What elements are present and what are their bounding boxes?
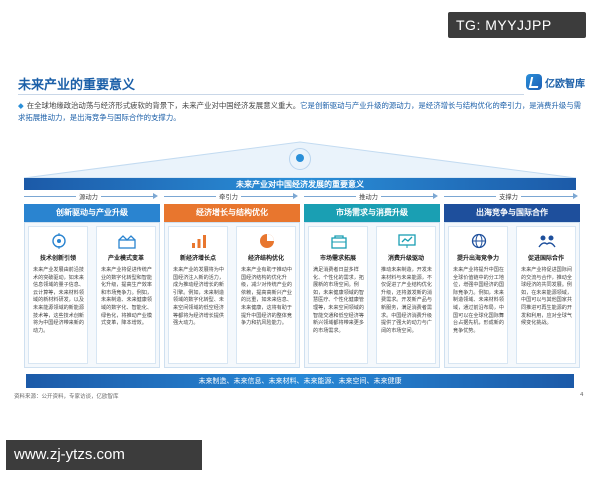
card-global-competitiveness: 提升出海竞争力 未来产业将提升中国在全球价值链中的分工地位，增强中国经济的国际竞… [448, 226, 508, 364]
flow-arrow-4: 支撑力 [444, 191, 579, 201]
intro-emphasis-text: 它是创新驱动与产业升级的源动力，是经济增长与结构优化的牵引力，是消费升级与需求拓… [18, 101, 582, 122]
slide-title: 未来产业的重要意义 [18, 78, 136, 93]
source-note: 资料来源：公开资料，专家访谈，亿欧智库 [14, 394, 119, 400]
card-title: 经济结构优化 [247, 255, 284, 262]
card-body: 未来产业发展由前沿技术的突破驱动，如未来信息领域的量子信息、云计算等，未来材料领… [33, 267, 84, 334]
lightbulb-icon [289, 148, 311, 170]
column-header-market: 市场需求与消费升级 [304, 204, 440, 222]
consumption-upgrade-icon [398, 234, 416, 248]
card-title: 技术创新引领 [39, 255, 76, 262]
card-body: 未来产业的发展将为中国经济注入新的活力，成为推动经济增长的新引擎。例如，未来制造… [173, 267, 224, 327]
card-body: 未来产业有助于推动中国经济结构的优化升级，减少对传统产业的依赖，提高高新兴产业的… [241, 267, 292, 327]
card-market-demand: 市场需求拓展 满足消费者日益多样化、个性化的需求，拓展新的市场空间。例如，未来健… [308, 226, 368, 364]
card-title: 产业模式变革 [107, 255, 144, 262]
flow-label-4: 支撑力 [499, 193, 518, 201]
column-header-growth: 经济增长与结构优化 [164, 204, 300, 222]
card-body: 未来产业将提升中国在全球价值链中的分工地位，增强中国经济的国际竞争力。例如，未来… [453, 267, 504, 334]
global-competitiveness-icon [471, 233, 487, 249]
card-title: 促进国际合作 [527, 255, 564, 262]
card-consumption-upgrade: 消费升级驱动 推动未来制造，开发未来材料与未来能源，不仅促进了产业结构优化升级，… [376, 226, 436, 364]
diamond-bullet-icon: ◆ [18, 101, 24, 110]
industry-transform-icon [118, 235, 136, 249]
column-header-innovation: 创新驱动与产业升级 [24, 204, 160, 222]
card-body: 未来产业将促进传统产业的数字化转型和智能化升级，提高生产效率和市场竞争力。例如，… [101, 267, 152, 327]
brand-logo: 亿欧智库 [526, 71, 585, 93]
brand-logo-icon [526, 74, 542, 90]
card-tech-innovation: 技术创新引领 未来产业发展由前沿技术的突破驱动，如未来信息领域的量子信息、云计算… [28, 226, 88, 364]
card-title: 新经济增长点 [179, 255, 216, 262]
card-title: 消费升级驱动 [387, 255, 424, 262]
flow-label-1: 源动力 [79, 193, 98, 201]
card-industry-transform: 产业模式变革 未来产业将促进传统产业的数字化转型和智能化升级，提高生产效率和市场… [96, 226, 156, 364]
flow-arrow-3: 推动力 [304, 191, 439, 201]
title-divider [18, 94, 524, 95]
slide: 未来产业的重要意义 亿欧智库 ◆在全球地缘政治动荡与经济形式疲软的背景下，未来产… [6, 64, 594, 402]
flow-arrow-2: 牵引力 [164, 191, 299, 201]
international-cooperation-icon [538, 235, 556, 248]
tech-innovation-icon [52, 233, 66, 249]
card-body: 未来产业将促进国际间的交流与合作，推动全球经济的共同发展。例如，在未来能源领域，… [521, 267, 572, 327]
intro-text: 在全球地缘政治动荡与经济形式疲软的背景下，未来产业对中国经济发展意义重大。 [26, 101, 301, 110]
card-international-cooperation: 促进国际合作 未来产业将促进国际间的交流与合作，推动全球经济的共同发展。例如，在… [516, 226, 576, 364]
flow-label-2: 牵引力 [219, 193, 238, 201]
column-header-global: 出海竞争与国际合作 [444, 204, 580, 222]
card-body: 推动未来制造，开发未来材料与未来能源，不仅促进了产业结构优化升级，还将激发新的消… [381, 267, 432, 334]
flow-arrow-1: 源动力 [24, 191, 159, 201]
card-title: 提升出海竞争力 [456, 255, 499, 262]
market-demand-icon [331, 235, 347, 249]
intro-paragraph: ◆在全球地缘政治动荡与经济形式疲软的背景下，未来产业对中国经济发展意义重大。它是… [18, 100, 584, 124]
future-fields-bar: 未来制造、未来信息、未来材料、未来能源、未来空间、未来健康 [26, 374, 574, 388]
flow-label-3: 推动力 [359, 193, 378, 201]
tg-watermark-badge: TG: MYYJJPP [448, 12, 586, 38]
page-number: 4 [580, 392, 584, 398]
card-body: 满足消费者日益多样化、个性化的需求，拓展新的市场空间。例如，未来健康领域的智慧医… [313, 267, 364, 334]
growth-point-icon [192, 235, 206, 248]
roof-title: 未来产业对中国经济发展的重要意义 [236, 180, 364, 189]
card-growth-point: 新经济增长点 未来产业的发展将为中国经济注入新的活力，成为推动经济增长的新引擎。… [168, 226, 228, 364]
site-url-watermark: www.zj-ytzs.com [6, 440, 202, 470]
structure-optimize-icon [260, 234, 274, 248]
card-title: 市场需求拓展 [319, 255, 356, 262]
card-structure-optimize: 经济结构优化 未来产业有助于推动中国经济结构的优化升级，减少对传统产业的依赖，提… [236, 226, 296, 364]
brand-name: 亿欧智库 [545, 78, 585, 90]
